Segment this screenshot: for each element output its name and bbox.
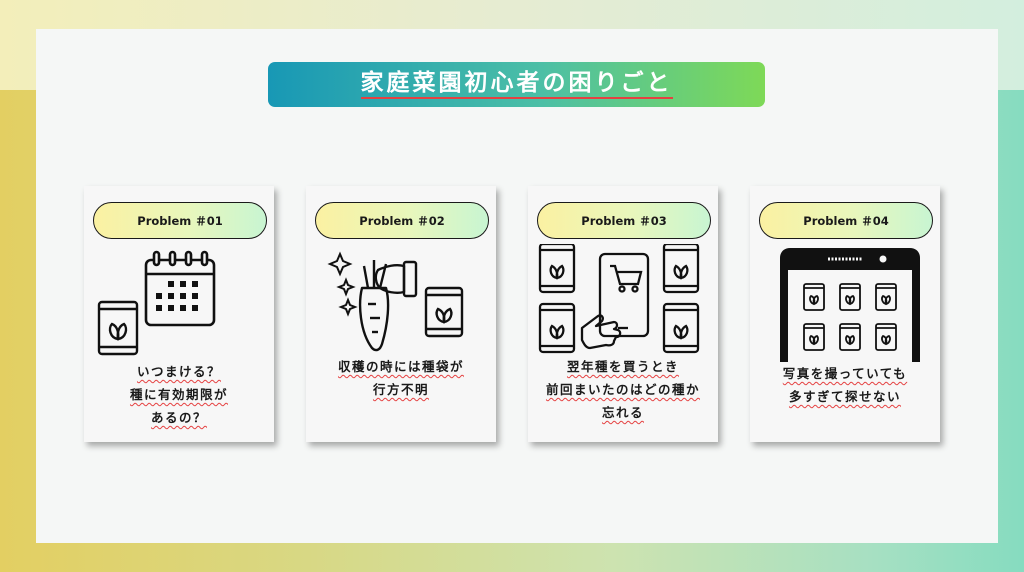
seed-packet-icon [662, 302, 700, 354]
problem-card-03: Problem ＃03 [528, 186, 718, 442]
glove-icon [374, 260, 418, 298]
seed-packet-icon [538, 244, 576, 294]
pointing-hand-icon [580, 314, 622, 350]
illustration [97, 250, 216, 356]
title-bar: 家庭菜園初心者の困りごと [268, 62, 765, 107]
seed-packet-icon [662, 244, 700, 294]
problem-label: Problem ＃04 [759, 202, 933, 239]
page-title: 家庭菜園初心者の困りごと [360, 70, 673, 99]
seed-packet-icon [803, 283, 825, 311]
sparkle-icon [327, 251, 358, 317]
carrot-icon [358, 260, 390, 352]
seed-packet-icon [875, 323, 897, 351]
problem-label: Problem ＃03 [537, 202, 711, 239]
smartphone-icon [598, 252, 650, 338]
problem-label: Problem ＃02 [315, 202, 489, 239]
seed-packet-icon [424, 286, 464, 338]
problem-card-04: Problem ＃04 写真を撮っていても 多すぎて探せない [750, 186, 940, 442]
problem-card-02: Problem ＃02 収穫の時には種袋が 行方不明 [306, 186, 496, 442]
seed-packet-icon [538, 302, 576, 354]
problem-card-01: Problem ＃01 いつまける？ 種に有効期限が あるの？ [84, 186, 274, 442]
illustration [538, 244, 700, 354]
problem-text: 収穫の時には種袋が 行方不明 [337, 359, 464, 397]
illustration [327, 251, 464, 352]
problem-text: 写真を撮っていても 多すぎて探せない [782, 366, 908, 404]
problem-text: いつまける？ 種に有効期限が あるの？ [129, 364, 228, 425]
seed-packet-icon [839, 323, 861, 351]
seed-packet-icon [803, 323, 825, 351]
calendar-icon [144, 250, 216, 327]
problem-label: Problem ＃01 [93, 202, 267, 239]
smartphone-icon [780, 248, 920, 362]
illustration [780, 248, 920, 362]
shopping-cart-icon [610, 264, 643, 293]
seed-packet-icon [875, 283, 897, 311]
seed-packet-icon [839, 283, 861, 311]
seed-packet-icon [97, 300, 139, 356]
problem-text: 翌年種を買うとき 前回まいたのはどの種か 忘れる [545, 359, 700, 420]
